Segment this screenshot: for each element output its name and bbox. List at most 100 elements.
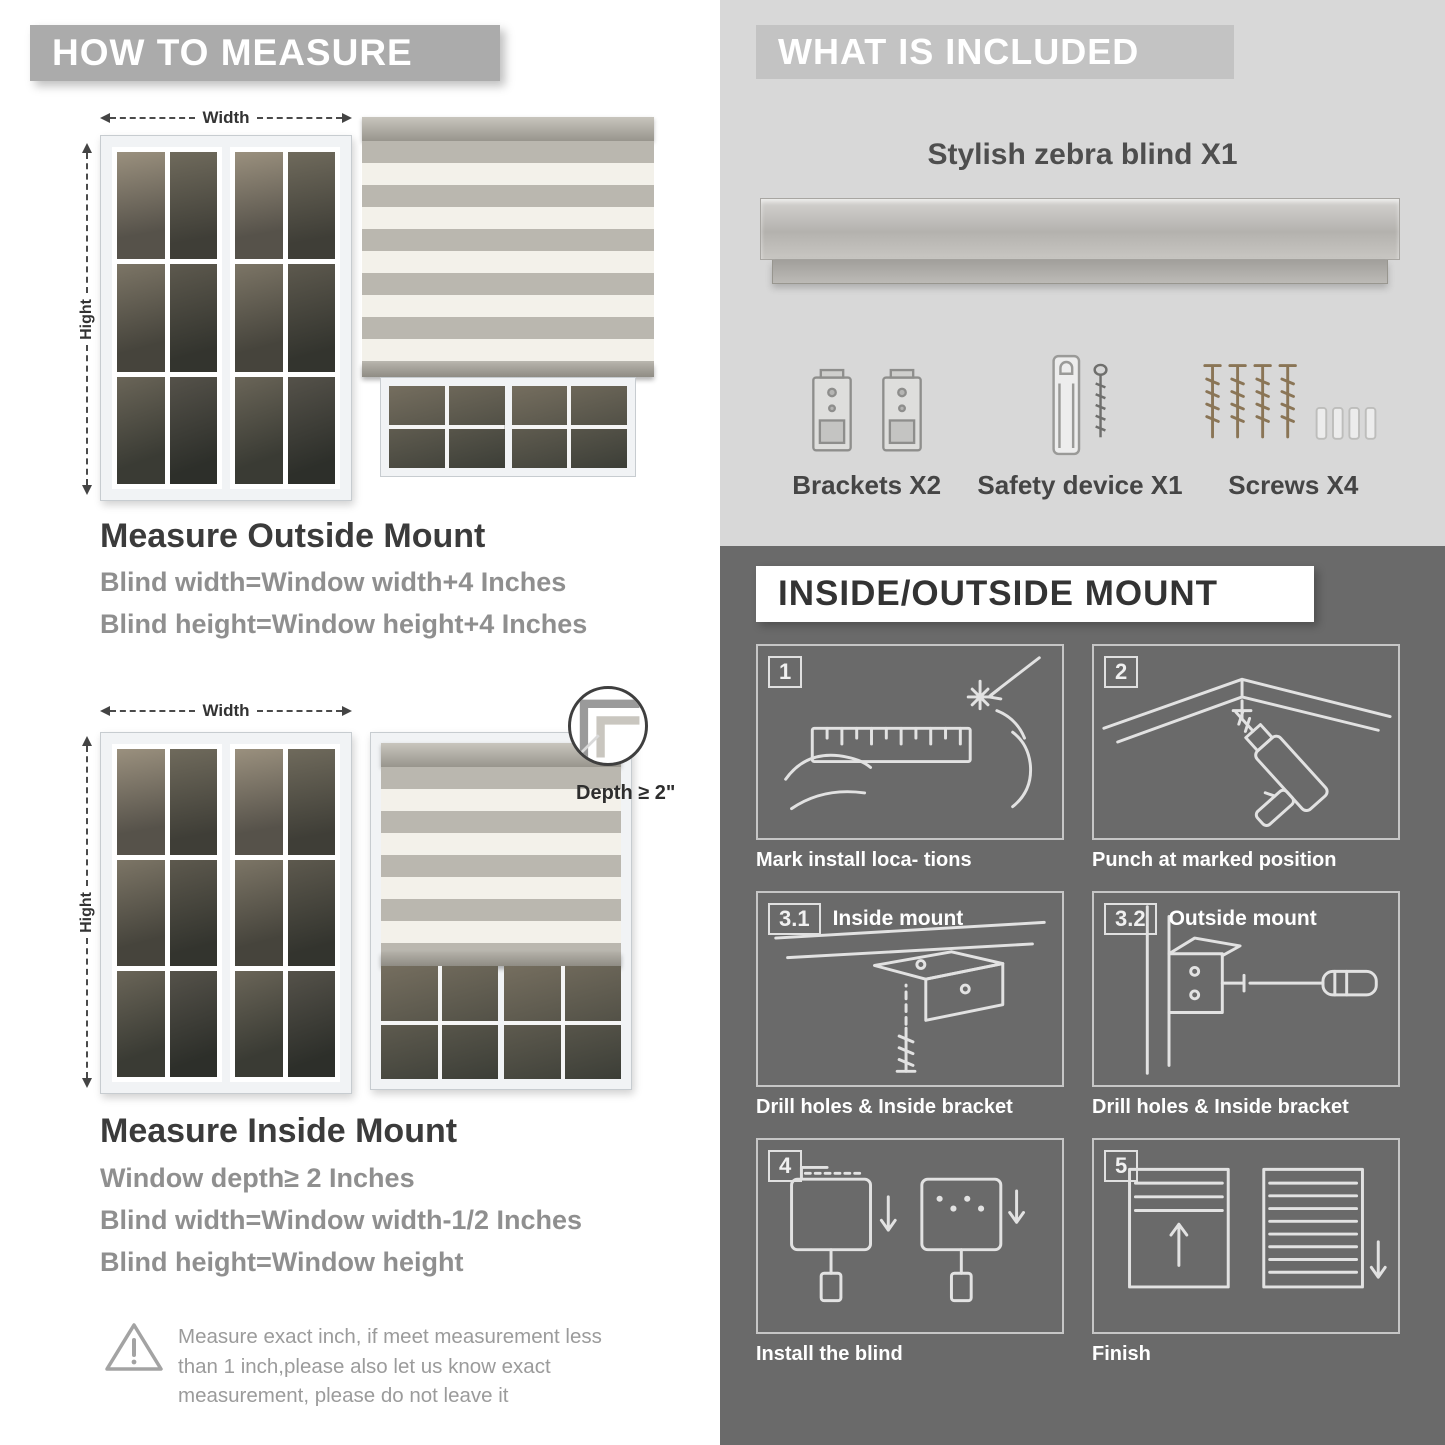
measure-note: Measure exact inch, if meet measurement … [178,1325,602,1408]
window-pane [169,376,217,484]
window-fragment [380,377,636,477]
outside-mount-formula-height: Blind height=Window height+4 Inches [100,609,588,639]
right-column: WHAT IS INCLUDED Stylish zebra blind X1 [720,0,1445,1445]
what-is-included-header: WHAT IS INCLUDED [756,25,1234,79]
what-is-included-title: WHAT IS INCLUDED [778,31,1140,72]
window-pane [117,376,165,484]
window-pane [235,860,283,966]
zebra-blind-outside-illustration [362,117,654,477]
blind-bottomrail [362,363,654,377]
depth-callout-label: Depth ≥ 2" [576,782,676,804]
how-to-measure-title: HOW TO MEASURE [52,32,413,73]
screws-item [1187,330,1400,460]
step-label: Outside mount [1168,907,1317,930]
step-number: 3.1 [768,903,821,935]
blind-headrail-product [760,198,1400,284]
safety-device-icon [1052,354,1108,456]
arrow-down-icon [82,485,92,495]
window-illustration [100,135,352,501]
window-corner-zoom-icon [575,699,640,759]
headrail-body [760,198,1400,260]
safety-device-label: Safety device X1 [977,470,1183,500]
height-label: Hight [78,298,95,340]
window-illustration [100,732,352,1094]
height-arrow: Hight [78,736,96,1088]
bracket-icon [811,368,852,452]
mark-location-illustration [784,656,1041,811]
step-number: 2 [1104,656,1139,688]
outside-bracket-illustration [1145,905,1378,1075]
window-pane [504,966,621,1079]
height-label: Hight [78,891,95,933]
window-pane [287,860,335,966]
mount-title: INSIDE/OUTSIDE MOUNT [778,574,1219,613]
inside-mount-formula-height: Blind height=Window height [100,1247,464,1277]
arrow-down-icon [82,1078,92,1088]
window-pane [169,152,217,260]
blind-fabric [362,141,654,363]
arrow-up-icon [82,143,92,153]
step-3-1: 3.1 Inside mount [756,891,1064,1122]
step-5-panel: 5 [1092,1138,1400,1334]
step-3-2: 3.2 Outside mount [1092,891,1400,1122]
blind-fabric [381,767,621,952]
step-caption: Install the blind [756,1343,903,1365]
window-pane [169,860,217,966]
included-item-labels: Brackets X2 Safety device X1 Screws X4 [760,470,1400,501]
inside-mount-formula-width: Blind width=Window width-1/2 Inches [100,1205,583,1235]
window-pane [117,152,165,260]
arrow-up-icon [82,736,92,746]
window-pane [389,386,505,468]
step-2-panel: 2 [1092,644,1400,840]
window-pane [287,971,335,1077]
step-number: 5 [1104,1150,1139,1182]
blind-bottomrail [381,952,621,966]
window-pane [235,152,283,260]
window-pane [287,376,335,484]
window-sash [112,744,222,1082]
mount-header: INSIDE/OUTSIDE MOUNT [756,566,1314,622]
how-to-measure-section: HOW TO MEASURE Width Hight [0,0,720,1445]
window-sash [230,744,340,1082]
window-fragment [381,966,621,1079]
finished-blinds-illustration [1128,1167,1387,1289]
step-number: 4 [768,1150,803,1182]
window-pane [117,971,165,1077]
headrail-lip [772,260,1388,284]
arrow-left-icon [100,706,110,716]
step-label: Inside mount [832,907,964,930]
step-3-2-panel: 3.2 Outside mount [1092,891,1400,1087]
width-label: Width [202,108,250,127]
window-pane [169,264,217,372]
step-caption: Punch at marked position [1092,849,1337,871]
window-sash [230,147,340,489]
step-number: 3.2 [1104,903,1157,935]
window-pane [117,749,165,855]
outside-mount-title: Measure Outside Mount [100,517,486,555]
window-pane [117,264,165,372]
window-pane [235,971,283,1077]
depth-callout-circle [568,686,648,766]
arrow-right-icon [342,113,352,123]
step-2: 2 [1092,644,1400,875]
bracket-icon [881,368,922,452]
window-pane [169,749,217,855]
window-pane [381,966,498,1079]
width-label: Width [202,701,250,720]
inside-bracket-illustration [774,920,1046,1073]
height-arrow: Hight [78,143,96,495]
safety-device-item [973,330,1186,460]
step-caption: Finish [1092,1343,1151,1365]
inside-mount-figure: Width Hight [78,686,675,1098]
arrow-right-icon [342,706,352,716]
zebra-blind-inside-illustration [370,732,632,1090]
how-to-measure-header: HOW TO MEASURE [30,25,500,81]
zebra-blind-qty-label: Stylish zebra blind X1 [927,138,1238,171]
window-pane [287,152,335,260]
window-pane [287,264,335,372]
step-caption: Mark install loca- tions [756,849,972,871]
blind-headrail [362,117,654,141]
included-items-row [760,330,1400,460]
outside-mount-figure: Width Hight [78,105,663,505]
what-is-included-section: WHAT IS INCLUDED Stylish zebra blind X1 [720,0,1445,546]
